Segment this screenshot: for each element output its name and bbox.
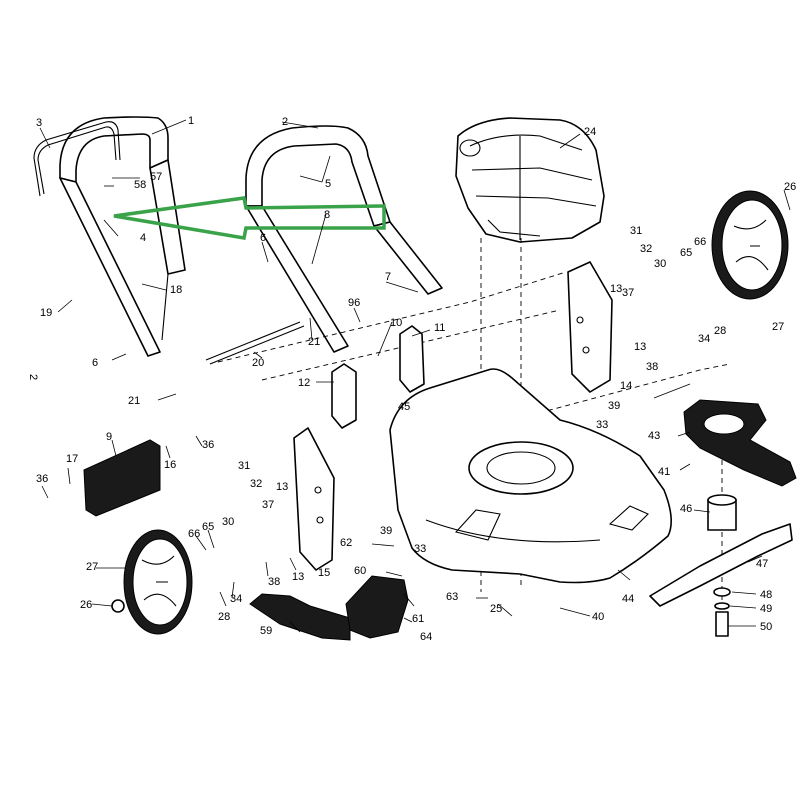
callout-label-c25: 25: [490, 603, 502, 615]
callout-label-c13b: 13: [634, 341, 646, 353]
callout-label-c48: 48: [760, 589, 772, 601]
mulch-door: [83, 439, 161, 517]
mower-deck: [389, 368, 672, 584]
callout-label-c40: 40: [592, 611, 604, 623]
callout-label-c21a: 21: [308, 336, 320, 348]
callout-label-c34a: 34: [698, 333, 710, 345]
callout-label-c66a: 66: [694, 236, 706, 248]
callout-label-c45: 45: [398, 401, 410, 413]
callout-label-c64: 64: [420, 631, 432, 643]
highlight-arrow-icon: [113, 196, 386, 241]
front-left-wheel: [111, 529, 193, 635]
callout-label-c14: 14: [620, 380, 632, 392]
callout-label-c38b: 38: [268, 576, 280, 588]
discharge-chute: [249, 575, 409, 641]
callout-label-c57: 57: [150, 171, 162, 183]
callout-label-c58: 58: [134, 179, 146, 191]
callout-label-c26a: 26: [784, 181, 796, 193]
callout-label-c41: 41: [658, 466, 670, 478]
callout-label-c28b: 28: [218, 611, 230, 623]
callout-label-c33b: 33: [414, 543, 426, 555]
callout-label-c3: 3: [36, 117, 42, 129]
callout-label-c21b: 21: [128, 395, 140, 407]
callout-label-c13c: 13: [276, 481, 288, 493]
callout-label-c1: 1: [188, 115, 194, 127]
callout-label-c16: 16: [164, 459, 176, 471]
control-bar: [33, 121, 121, 197]
callout-label-c61: 61: [412, 613, 424, 625]
callout-label-c32a: 32: [640, 243, 652, 255]
callout-label-c39a: 39: [608, 400, 620, 412]
callout-label-c10: 10: [390, 317, 402, 329]
blade: [649, 523, 793, 607]
height-bracket-front: [293, 427, 335, 571]
callout-label-c19: 19: [40, 307, 52, 319]
callout-label-c8: 8: [324, 209, 330, 221]
callout-label-c15: 15: [318, 567, 330, 579]
callout-label-c44: 44: [622, 593, 634, 605]
callout-label-c30a: 30: [654, 258, 666, 270]
callout-label-c46: 46: [680, 503, 692, 515]
callout-label-c11: 11: [434, 322, 445, 334]
callout-label-c49: 49: [760, 603, 772, 615]
callout-label-cside: 2: [27, 374, 39, 380]
callout-label-c37a: 37: [622, 287, 634, 299]
rear-axle-rod: [205, 321, 305, 365]
callout-label-c65b: 65: [202, 521, 214, 533]
callout-label-c4: 4: [140, 232, 146, 244]
callout-label-c12: 12: [298, 377, 310, 389]
callout-label-c38a: 38: [646, 361, 658, 373]
callout-label-c5: 5: [325, 178, 331, 190]
callout-label-c96: 96: [348, 297, 360, 309]
callout-label-c18: 18: [170, 284, 182, 296]
callout-label-c59: 59: [260, 625, 272, 637]
callout-label-c9: 9: [106, 431, 112, 443]
callout-label-c65a: 65: [680, 247, 692, 259]
callout-label-c6a: 6: [260, 232, 266, 244]
callout-label-c27a: 27: [772, 321, 784, 333]
baffle: [683, 399, 797, 487]
callout-label-c7: 7: [385, 271, 391, 283]
callout-label-c13d: 13: [292, 571, 304, 583]
callout-label-c17: 17: [66, 453, 78, 465]
callout-label-c30b: 30: [222, 516, 234, 528]
blade-adapter-stack: [707, 494, 737, 637]
callout-label-c31a: 31: [630, 225, 642, 237]
callout-label-c24: 24: [584, 126, 596, 138]
callout-label-c6b: 6: [92, 357, 98, 369]
callout-label-c20: 20: [252, 357, 264, 369]
handle-brackets: [331, 325, 425, 429]
callout-label-c13a: 13: [610, 283, 622, 295]
callout-label-c32b: 32: [250, 478, 262, 490]
callout-label-c37b: 37: [262, 499, 274, 511]
callout-label-c36b: 36: [36, 473, 48, 485]
callout-label-c63: 63: [446, 591, 458, 603]
callout-label-c50: 50: [760, 621, 772, 633]
callout-label-c33a: 33: [596, 419, 608, 431]
engine: [455, 117, 605, 243]
leader-lines: [39, 119, 791, 633]
callout-label-c39b: 39: [380, 525, 392, 537]
callout-label-c47: 47: [756, 558, 768, 570]
callout-label-c43: 43: [648, 430, 660, 442]
rear-right-wheel: [711, 190, 789, 300]
callout-label-c62: 62: [340, 537, 352, 549]
callout-label-c66b: 66: [188, 528, 200, 540]
callout-label-c26b: 26: [80, 599, 92, 611]
callout-label-c27b: 27: [86, 561, 98, 573]
lower-handle: [59, 116, 186, 357]
height-bracket-rear: [567, 261, 613, 393]
callout-label-c2: 2: [282, 116, 288, 128]
upper-handle: [245, 125, 443, 353]
callout-label-c28a: 28: [714, 325, 726, 337]
callout-label-c60: 60: [354, 565, 366, 577]
callout-label-c34b: 34: [230, 593, 242, 605]
callout-label-c31b: 31: [238, 460, 250, 472]
callout-label-c36a: 36: [202, 439, 214, 451]
